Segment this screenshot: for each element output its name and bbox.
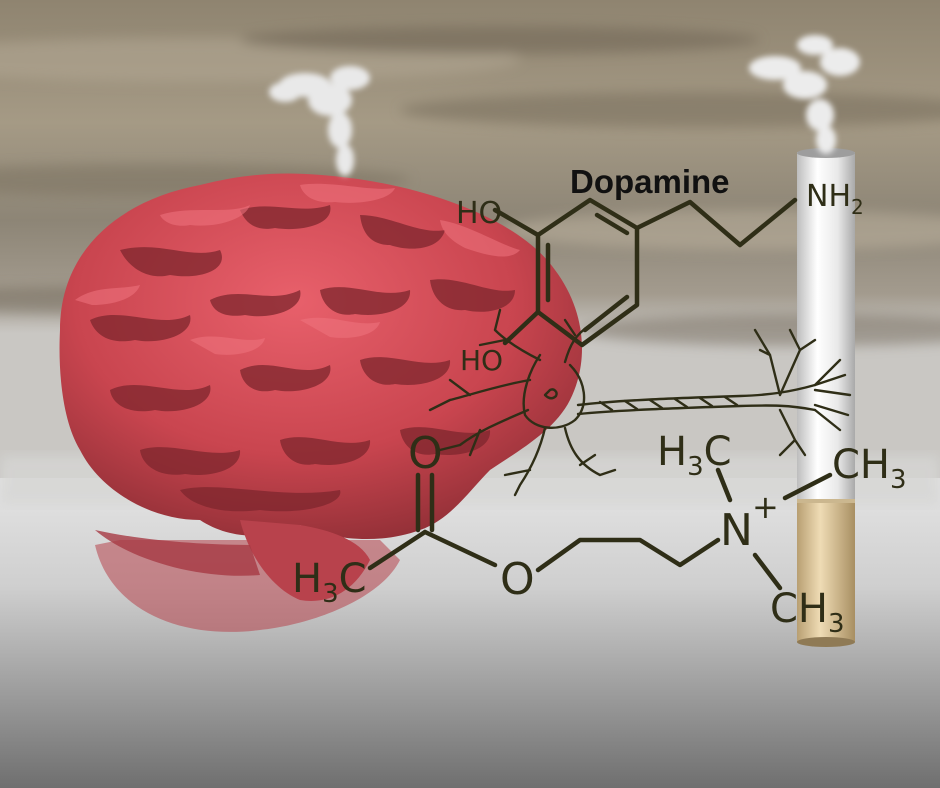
dopamine-labels: HO HO NH2 xyxy=(456,179,864,377)
dopamine-ring-double-bonds xyxy=(545,212,630,333)
n-methyl-top xyxy=(715,467,733,503)
n-methyl-bottom xyxy=(752,552,783,591)
methyl-top: H3C xyxy=(657,429,732,482)
carbonyl-o: O xyxy=(408,428,443,479)
dopamine-oh-bond-top xyxy=(492,207,541,238)
carbonyl-double-bond xyxy=(415,472,435,533)
methyl-right: CH3 xyxy=(832,442,907,495)
dopamine-ho-top: HO xyxy=(456,196,502,231)
n-methyl-right xyxy=(782,472,833,501)
dopamine-amine: NH2 xyxy=(806,179,864,219)
cigarette-image xyxy=(797,148,855,647)
nitrogen: N xyxy=(720,505,753,556)
brain-smoke xyxy=(269,66,370,176)
acetylcholine-structure xyxy=(367,467,833,591)
methyl-bottom: CH3 xyxy=(770,586,845,639)
ester-o: O xyxy=(500,554,535,605)
ground xyxy=(0,478,940,788)
methyl-left: H3C xyxy=(292,556,367,609)
page-title: Dopamine xyxy=(570,163,730,200)
positive-charge: + xyxy=(752,488,779,526)
dopamine-chain xyxy=(634,197,798,248)
cigarette-smoke xyxy=(749,35,860,154)
acetylcholine-labels: O O H3C H3C N + CH3 CH3 xyxy=(292,428,907,639)
neuron-drawing xyxy=(428,308,852,497)
dopamine-ho-bottom: HO xyxy=(460,344,503,377)
ester-bond xyxy=(422,529,498,568)
dopamine-structure xyxy=(492,197,798,348)
dopamine-oh-bond-bottom xyxy=(502,309,541,346)
ethylene-chain xyxy=(535,537,721,573)
acetyl-bond-left xyxy=(367,529,428,571)
